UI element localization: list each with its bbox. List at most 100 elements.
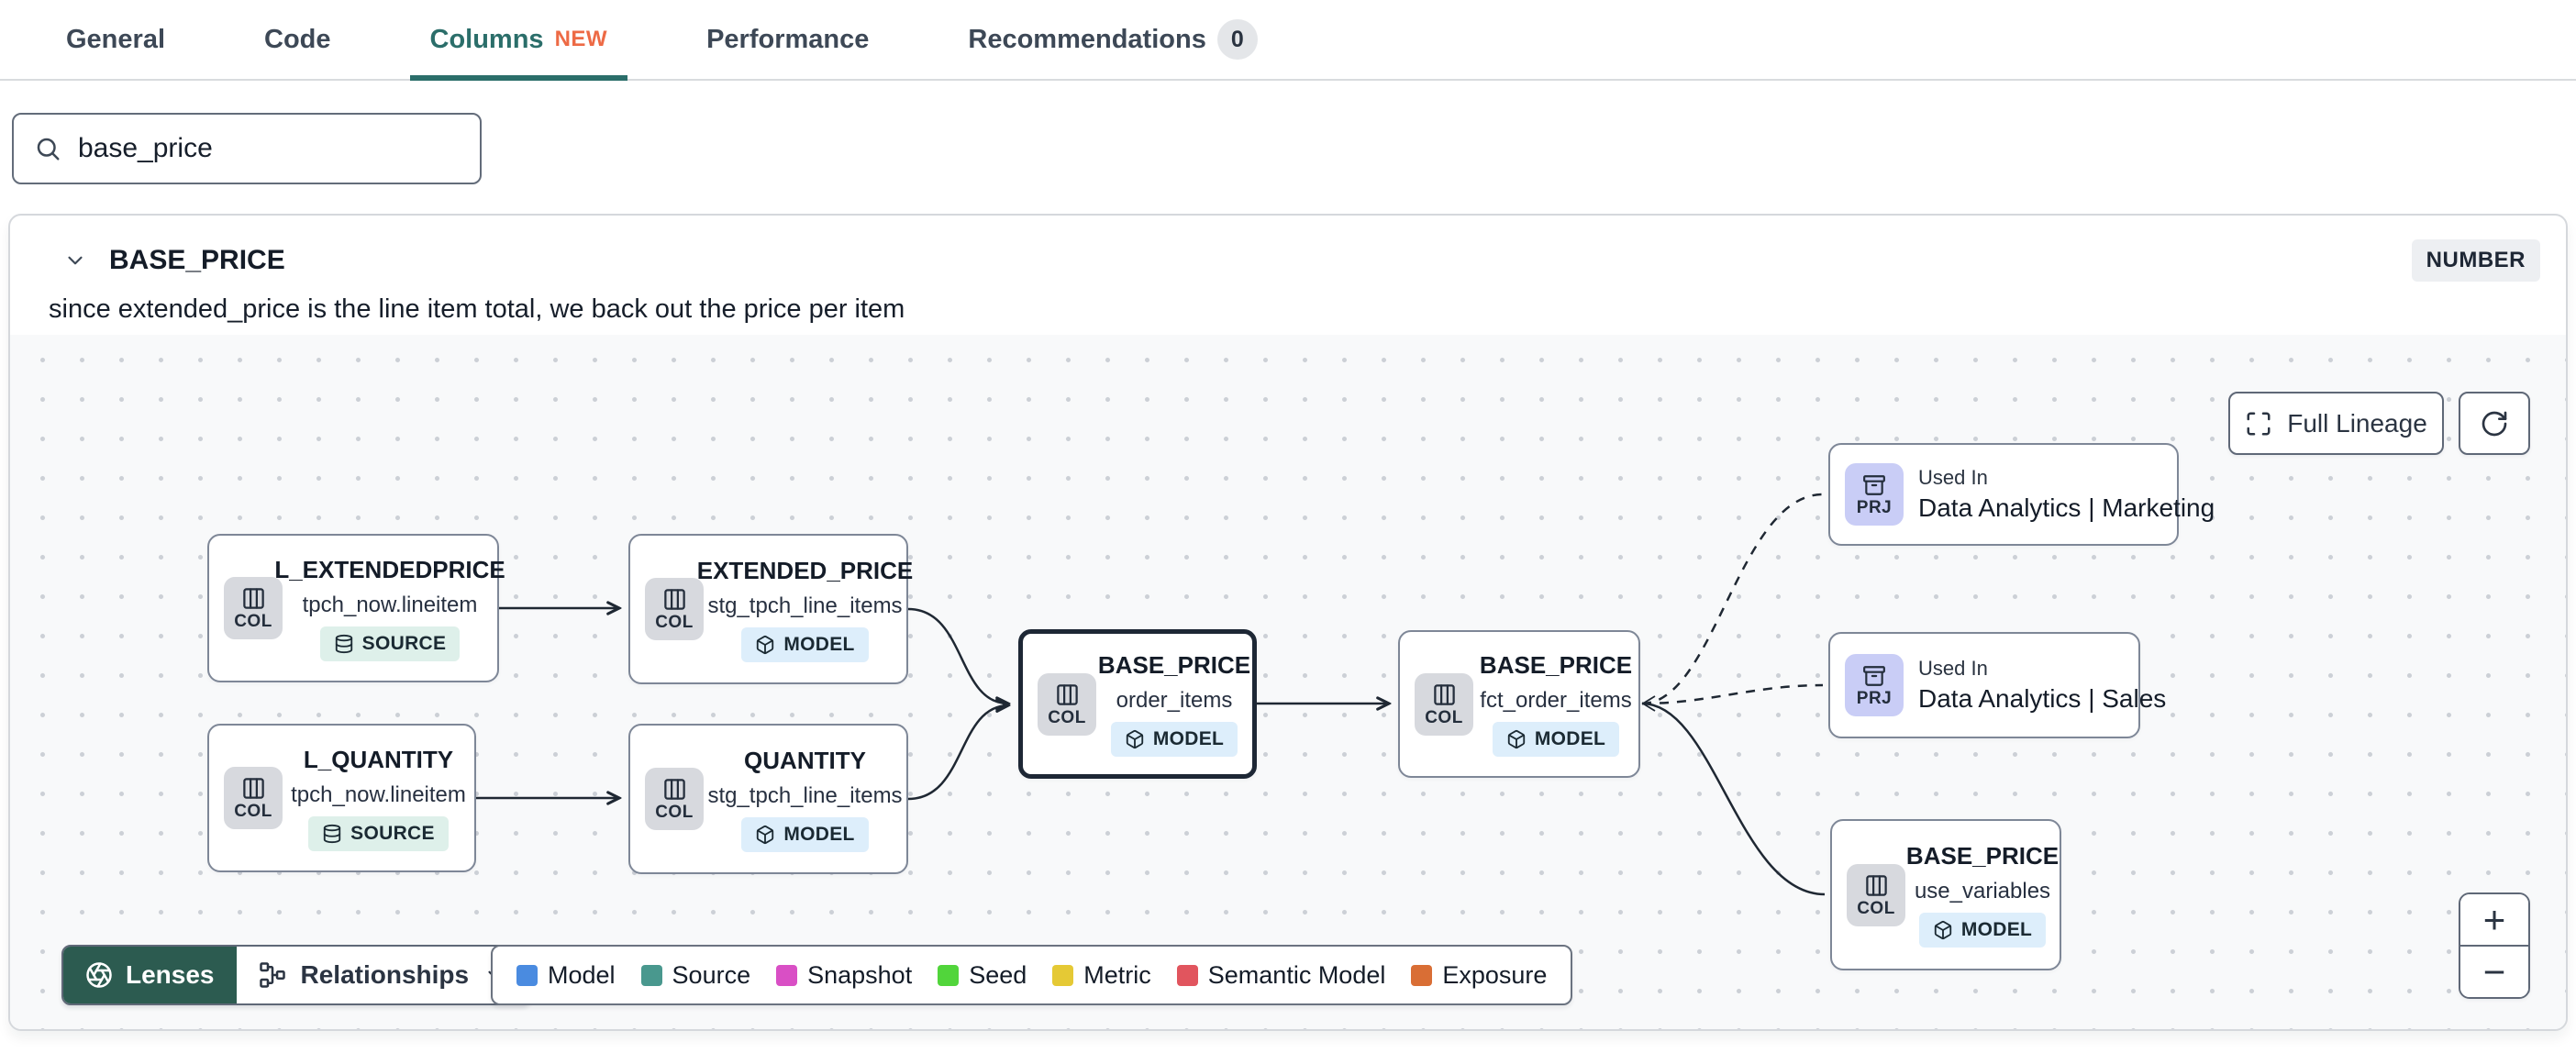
kind-label: COL	[234, 612, 272, 631]
project-kind-chip: PRJ	[1845, 463, 1904, 526]
model-badge: MODEL	[741, 816, 869, 852]
badge-label: MODEL	[1152, 728, 1225, 749]
node-title: Data Analytics | Sales	[1918, 684, 2167, 713]
columns-icon	[242, 588, 264, 609]
tab-code[interactable]: Code	[244, 0, 351, 79]
lenses-label: Lenses	[126, 960, 215, 989]
badge-label: MODEL	[783, 633, 855, 655]
kind-label: COL	[655, 613, 694, 632]
kind-label: COL	[1857, 898, 1895, 918]
column-kind-chip: COL	[1038, 672, 1096, 736]
collapse-chevron-icon[interactable]	[63, 249, 87, 272]
search-row: base_price	[0, 81, 2576, 184]
lineage-node-l-extendedprice[interactable]: COL L_EXTENDEDPRICE tpch_now.lineitem SO…	[207, 534, 505, 682]
zoom-out-button[interactable]: −	[2460, 947, 2528, 997]
node-subtitle: stg_tpch_line_items	[707, 593, 903, 618]
kind-label: COL	[1048, 707, 1086, 727]
lineage-node-quantity[interactable]: COL QUANTITY stg_tpch_line_items MODEL	[628, 724, 908, 874]
column-kind-chip: COL	[645, 768, 704, 830]
node-subtitle: use_variables	[1914, 879, 2051, 903]
legend-item-snapshot: Snapshot	[776, 961, 912, 990]
columns-icon	[1433, 683, 1455, 705]
tab-label: Columns	[429, 24, 544, 54]
node-title: Data Analytics | Marketing	[1918, 493, 2215, 522]
tab-recommendations[interactable]: Recommendations 0	[948, 0, 1277, 79]
source-swatch	[640, 964, 662, 986]
zoom-in-button[interactable]: +	[2460, 894, 2528, 947]
cube-icon	[757, 825, 774, 844]
refresh-button[interactable]	[2459, 392, 2530, 455]
expand-icon	[2247, 412, 2271, 435]
column-kind-chip: COL	[1415, 672, 1473, 736]
lineage-node-base-price-fct-order-items[interactable]: COL BASE_PRICE fct_order_items MODEL	[1398, 630, 1640, 778]
lineage-node-base-price-use-variables[interactable]: COL BASE_PRICE use_variables MODEL	[1830, 819, 2061, 970]
relationships-icon	[259, 962, 285, 988]
column-kind-chip: COL	[1847, 863, 1905, 926]
kind-label: COL	[1425, 707, 1463, 727]
model-badge: MODEL	[741, 626, 869, 662]
search-input[interactable]: base_price	[12, 113, 482, 184]
tab-columns[interactable]: Columns NEW	[409, 0, 628, 81]
model-badge: MODEL	[1918, 913, 2047, 948]
lineage-node-used-in-marketing[interactable]: PRJ Used In Data Analytics | Marketing	[1828, 443, 2215, 546]
cube-icon	[1507, 729, 1525, 749]
cube-icon	[757, 635, 774, 654]
tab-bar: General Code Columns NEW Performance Rec…	[0, 0, 2576, 81]
node-title: L_QUANTITY	[303, 745, 454, 773]
lineage-edges	[476, 493, 1826, 896]
used-in-eyebrow: Used In	[1918, 657, 1988, 680]
kind-label: PRJ	[1856, 688, 1893, 708]
node-subtitle: stg_tpch_line_items	[707, 782, 903, 808]
badge-label: MODEL	[1960, 919, 2033, 940]
refresh-icon	[2482, 411, 2507, 436]
badge-label: SOURCE	[350, 822, 435, 844]
lineage-node-used-in-sales[interactable]: PRJ Used In Data Analytics | Sales	[1828, 632, 2166, 738]
database-icon	[335, 634, 352, 653]
legend-item-semantic-model: Semantic Model	[1176, 961, 1385, 990]
node-title: L_EXTENDEDPRICE	[274, 555, 505, 583]
model-badge: MODEL	[1492, 722, 1620, 757]
cube-icon	[1934, 920, 1952, 940]
semantic-model-swatch	[1176, 964, 1198, 986]
cube-icon	[1126, 729, 1144, 749]
node-subtitle: tpch_now.lineitem	[302, 592, 478, 617]
column-card-header: BASE_PRICE NUMBER	[10, 216, 2566, 282]
column-name: BASE_PRICE	[109, 245, 285, 275]
column-card: BASE_PRICE NUMBER since extended_price i…	[8, 214, 2568, 1031]
tab-performance[interactable]: Performance	[686, 0, 889, 79]
node-title: BASE_PRICE	[1479, 651, 1633, 679]
node-title: BASE_PRICE	[1097, 651, 1251, 679]
archive-icon	[1863, 474, 1885, 495]
column-type-badge: NUMBER	[2411, 239, 2540, 282]
node-title: BASE_PRICE	[1905, 842, 2060, 870]
lineage-node-l-quantity[interactable]: COL L_QUANTITY tpch_now.lineitem SOURCE	[207, 724, 476, 872]
node-subtitle: tpch_now.lineitem	[291, 781, 466, 807]
columns-icon	[242, 778, 264, 799]
full-lineage-button[interactable]: Full Lineage	[2228, 392, 2444, 455]
seed-swatch	[938, 964, 960, 986]
project-kind-chip: PRJ	[1845, 654, 1904, 716]
columns-icon	[1056, 683, 1078, 705]
new-badge: NEW	[554, 27, 608, 51]
column-kind-chip: COL	[224, 767, 283, 829]
legend-item-source: Source	[640, 961, 750, 990]
kind-label: PRJ	[1856, 497, 1893, 517]
kind-label: COL	[234, 802, 272, 821]
lineage-node-base-price-order-items[interactable]: COL BASE_PRICE order_items MODEL	[1018, 629, 1257, 779]
kind-label: COL	[655, 803, 694, 822]
relationships-dropdown[interactable]: Relationships	[236, 947, 530, 1003]
full-lineage-label: Full Lineage	[2287, 408, 2427, 438]
lineage-node-extended-price[interactable]: COL EXTENDED_PRICE stg_tpch_line_items M…	[628, 534, 913, 684]
lineage-graph-canvas[interactable]: COL L_EXTENDEDPRICE tpch_now.lineitem SO…	[10, 335, 2566, 1029]
relationships-label: Relationships	[300, 960, 470, 989]
columns-icon	[663, 779, 685, 800]
zoom-controls: + −	[2459, 892, 2530, 999]
archive-icon	[1863, 665, 1885, 686]
node-title: EXTENDED_PRICE	[696, 556, 914, 584]
node-subtitle: order_items	[1116, 688, 1233, 713]
source-badge: SOURCE	[308, 815, 449, 851]
tab-label: General	[66, 24, 165, 54]
lenses-button[interactable]: Lenses	[63, 947, 237, 1003]
search-value: base_price	[78, 133, 213, 163]
tab-general[interactable]: General	[46, 0, 185, 79]
